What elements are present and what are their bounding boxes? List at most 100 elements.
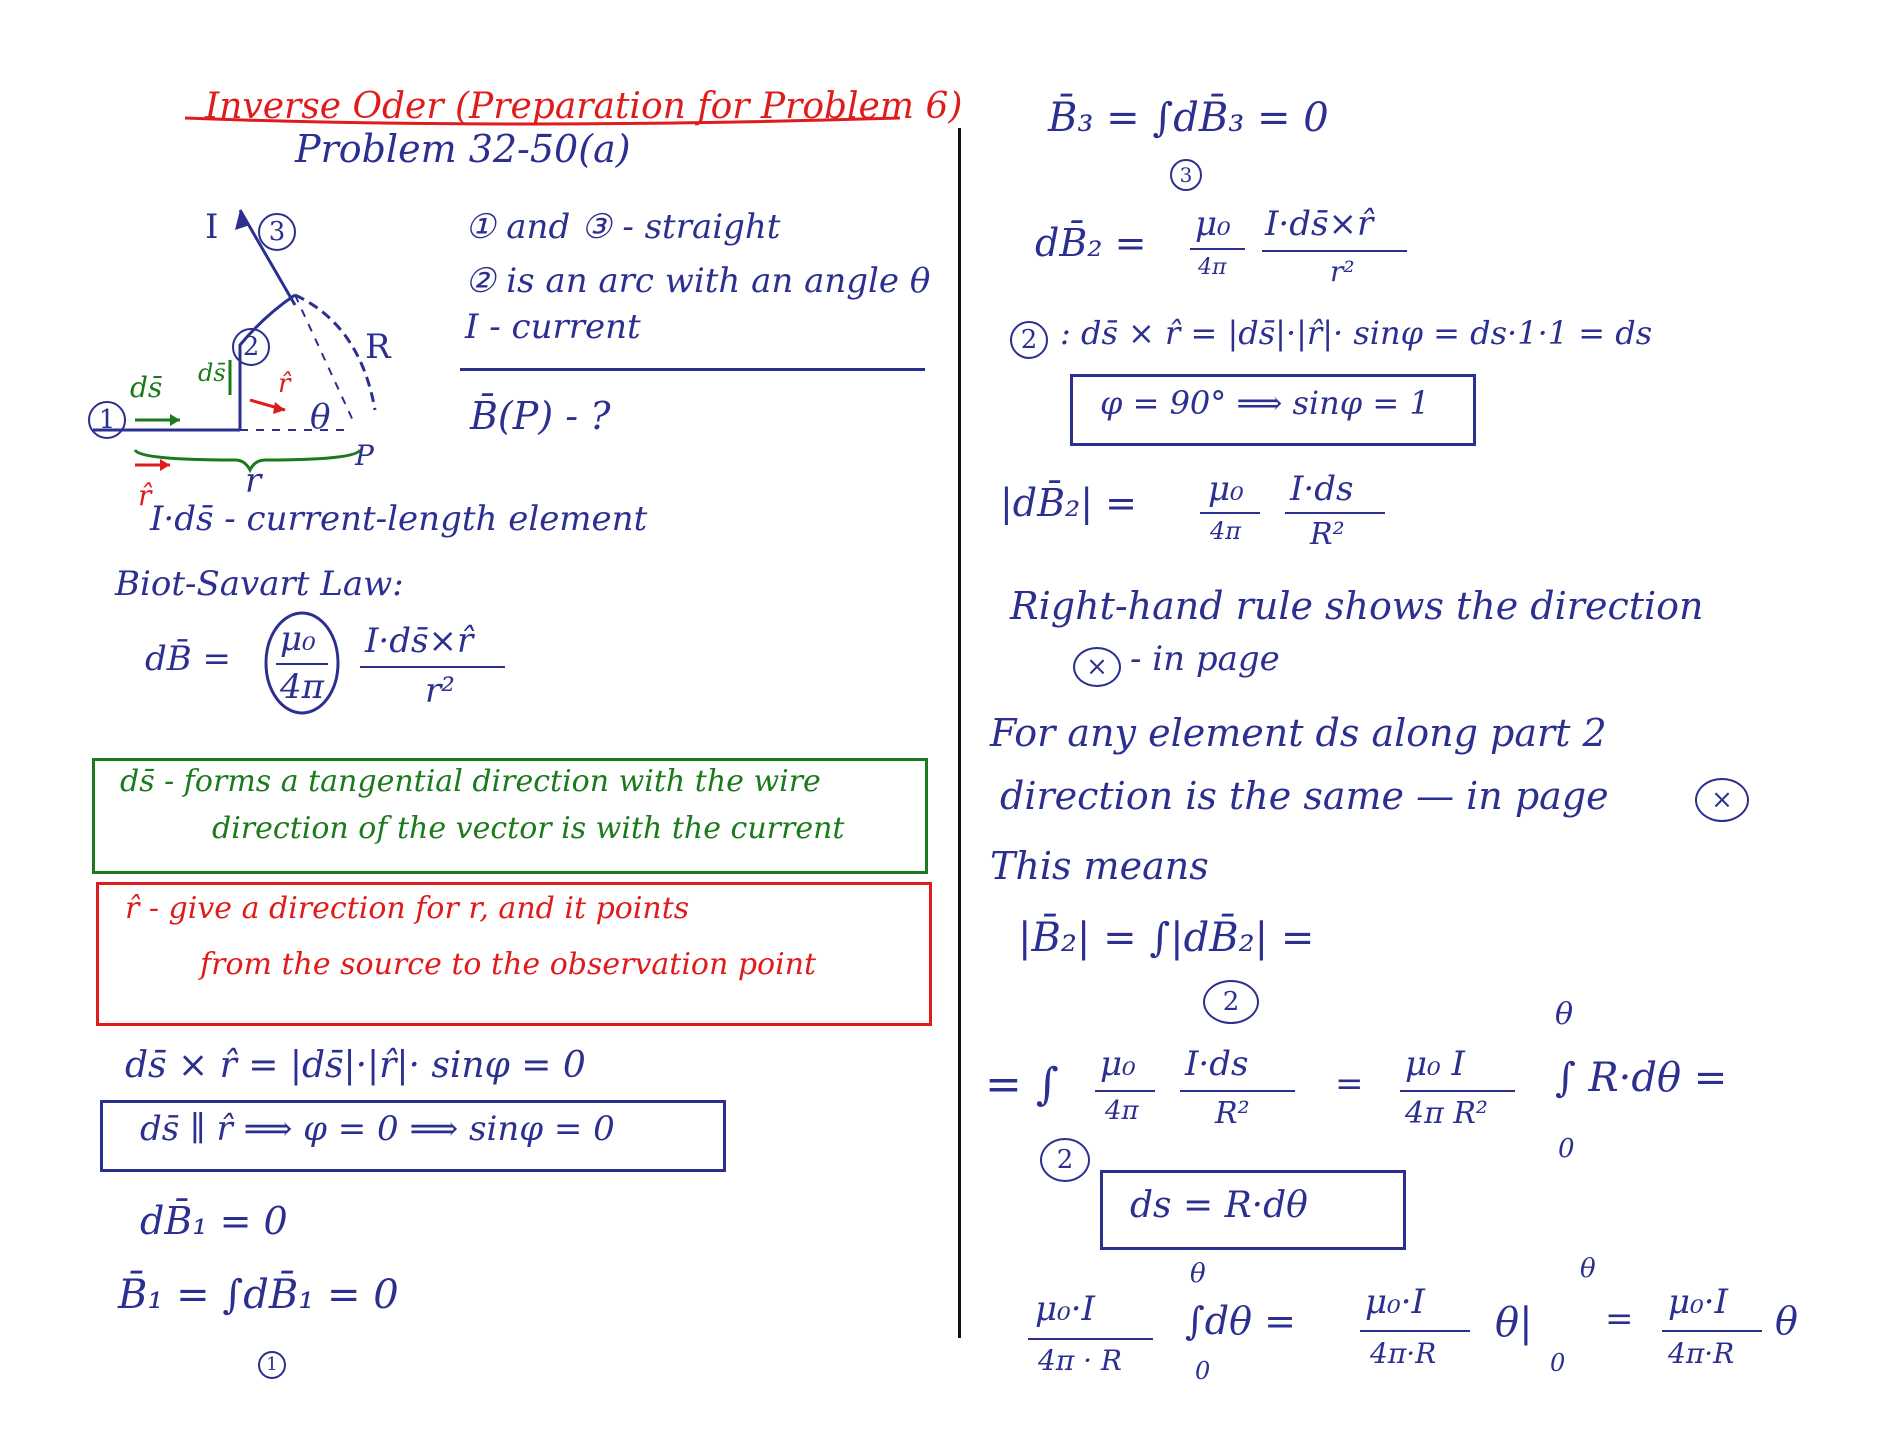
step2-cross: : ds̄ × r̂ = |ds̄|·|r̂|· sinφ = ds·1·1 =… — [1060, 314, 1653, 352]
int2-bar — [1400, 1090, 1515, 1092]
abs-dB2-bar — [1285, 512, 1385, 514]
int2-body: ∫ R·dθ = — [1555, 1055, 1728, 1101]
label-angle-theta: θ — [310, 397, 331, 437]
label-segment-3: 3 — [258, 210, 296, 251]
in-page-symbol-2: × — [1695, 778, 1749, 822]
abs-dB2-const-bar — [1200, 512, 1260, 514]
dB2-const-bar — [1190, 248, 1245, 250]
dB2-const-den: 4π — [1198, 255, 1227, 280]
int-const-den: 4π — [1105, 1096, 1139, 1126]
B3-integral: B̄₃ = ∫dB̄₃ = 0 — [1048, 95, 1329, 141]
red-note-box — [96, 882, 932, 1026]
final-eval: θ| — [1495, 1300, 1533, 1346]
abs-dB2-lhs: |dB̄₂| = — [1000, 481, 1138, 525]
final-den-1: 4π · R — [1038, 1344, 1122, 1377]
cross-product-1: ds̄ × r̂ = |ds̄|·|r̂|· sinφ = 0 — [125, 1045, 586, 1086]
int-const-num: μ₀ — [1100, 1044, 1136, 1084]
int2-lower: 0 — [1558, 1134, 1575, 1164]
law-const-den: 4π — [280, 667, 324, 707]
final-bar-3 — [1662, 1330, 1762, 1332]
abs-dB2-const-den: 4π — [1210, 517, 1242, 545]
green-note-box — [92, 758, 928, 874]
red-note-line-2: from the source to the observation point — [200, 947, 817, 982]
page-subtitle: Problem 32-50(a) — [295, 127, 631, 171]
law-title: Biot-Savart Law: — [115, 564, 404, 604]
this-means: This means — [990, 844, 1209, 888]
label-point-P: P — [355, 439, 374, 472]
in-page-symbol-1: × — [1073, 645, 1121, 687]
int2-upper: θ — [1555, 997, 1574, 1032]
label-segment-1: 1 — [88, 398, 126, 439]
B2-abs-sub: 2 — [1203, 980, 1259, 1024]
int-den: R² — [1215, 1096, 1250, 1131]
label-rhat-straight: r̂ — [138, 479, 152, 512]
B3-integral-sub: 3 — [1170, 152, 1202, 191]
int-num: I·ds — [1185, 1044, 1249, 1084]
dB2-num: I·ds̄×r̂ — [1265, 204, 1374, 244]
int-sub: 2 — [1040, 1138, 1090, 1182]
given-line-3: I - current — [465, 307, 641, 347]
label-rhat-arc: r̂ — [278, 369, 291, 399]
abs-dB2-const-num: μ₀ — [1208, 469, 1244, 509]
question: B̄(P) - ? — [470, 394, 611, 438]
final-num-1: μ₀·I — [1035, 1289, 1095, 1329]
abs-dB2-den: R² — [1310, 517, 1345, 552]
final-theta: θ — [1775, 1299, 1798, 1343]
final-bar-1 — [1028, 1338, 1153, 1340]
final-num-2: μ₀·I — [1365, 1282, 1425, 1322]
element-note: I·ds̄ - current-length element — [150, 499, 648, 539]
law-den: r² — [425, 671, 455, 711]
abs-dB2-num: I·ds — [1290, 469, 1354, 509]
label-radius-R: R — [365, 327, 391, 367]
label-segment-2: 2 — [232, 325, 270, 366]
int-bar — [1180, 1090, 1295, 1092]
law-num: I·ds̄×r̂ — [365, 621, 474, 661]
final-integral: ∫dθ = — [1185, 1299, 1296, 1343]
right-hand-rule-sub: - in page — [1130, 639, 1280, 679]
step2-result: φ = 90° ⟹ sinφ = 1 — [1100, 384, 1430, 422]
law-fraction-bar — [360, 666, 505, 668]
final-eval-upper: θ — [1580, 1254, 1596, 1284]
int2-num: μ₀ I — [1405, 1044, 1465, 1084]
step2-box — [1070, 374, 1476, 446]
dB2-bar — [1262, 250, 1407, 252]
cross-product-1-result: ds̄ ∥ r̂ ⟹ φ = 0 ⟹ sinφ = 0 — [140, 1109, 615, 1149]
given-line-1: ① and ③ - straight — [465, 207, 781, 247]
int2-den: 4π R² — [1405, 1096, 1488, 1131]
label-ds-straight: ds̄ — [130, 371, 163, 404]
given-separator — [460, 368, 925, 371]
column-divider — [958, 128, 961, 1338]
final-bar-2 — [1360, 1330, 1470, 1332]
B1-integral-sub: 1 — [258, 1340, 286, 1379]
label-distance-r: r — [245, 461, 262, 501]
green-note-line-2: direction of the vector is with the curr… — [212, 811, 845, 846]
green-note-line-1: ds̄ - forms a tangential direction with … — [120, 764, 821, 799]
final-upper: θ — [1190, 1259, 1206, 1289]
B2-abs-integral: |B̄₂| = ∫|dB̄₂| = — [1018, 915, 1315, 961]
int-line-prefix: = ∫ — [985, 1059, 1059, 1110]
law-const-num: μ₀ — [280, 619, 316, 659]
label-current-I: I — [205, 207, 219, 247]
any-element-line-1: For any element ds along part 2 — [990, 711, 1607, 755]
final-equals: = — [1605, 1299, 1634, 1339]
given-line-2: ② is an arc with an angle θ — [465, 261, 931, 301]
law-const-circle — [264, 611, 340, 715]
red-note-line-1: r̂ - give a direction for r, and it poin… — [125, 891, 690, 926]
final-num-3: μ₀·I — [1668, 1282, 1728, 1322]
page-title: Inverse Oder (Preparation for Problem 6) — [205, 86, 963, 127]
ds-box-text: ds = R·dθ — [1130, 1185, 1308, 1226]
final-lower: 0 — [1195, 1357, 1211, 1385]
law-lhs: dB̄ = — [145, 639, 232, 679]
step2-label: 2 — [1010, 318, 1048, 359]
int-equals: = — [1335, 1064, 1364, 1104]
dB1-zero: dB̄₁ = 0 — [140, 1199, 288, 1243]
final-eval-lower: 0 — [1550, 1349, 1566, 1377]
final-den-3: 4π·R — [1668, 1337, 1735, 1370]
cross-product-1-box — [100, 1100, 726, 1172]
final-den-2: 4π·R — [1370, 1337, 1437, 1370]
dB2-den: r² — [1330, 255, 1355, 288]
any-element-line-2: direction is the same — in page — [1000, 774, 1609, 818]
right-hand-rule-line: Right-hand rule shows the direction — [1010, 584, 1704, 628]
dB2-lhs: dB̄₂ = — [1035, 221, 1147, 265]
ds-box — [1100, 1170, 1406, 1250]
